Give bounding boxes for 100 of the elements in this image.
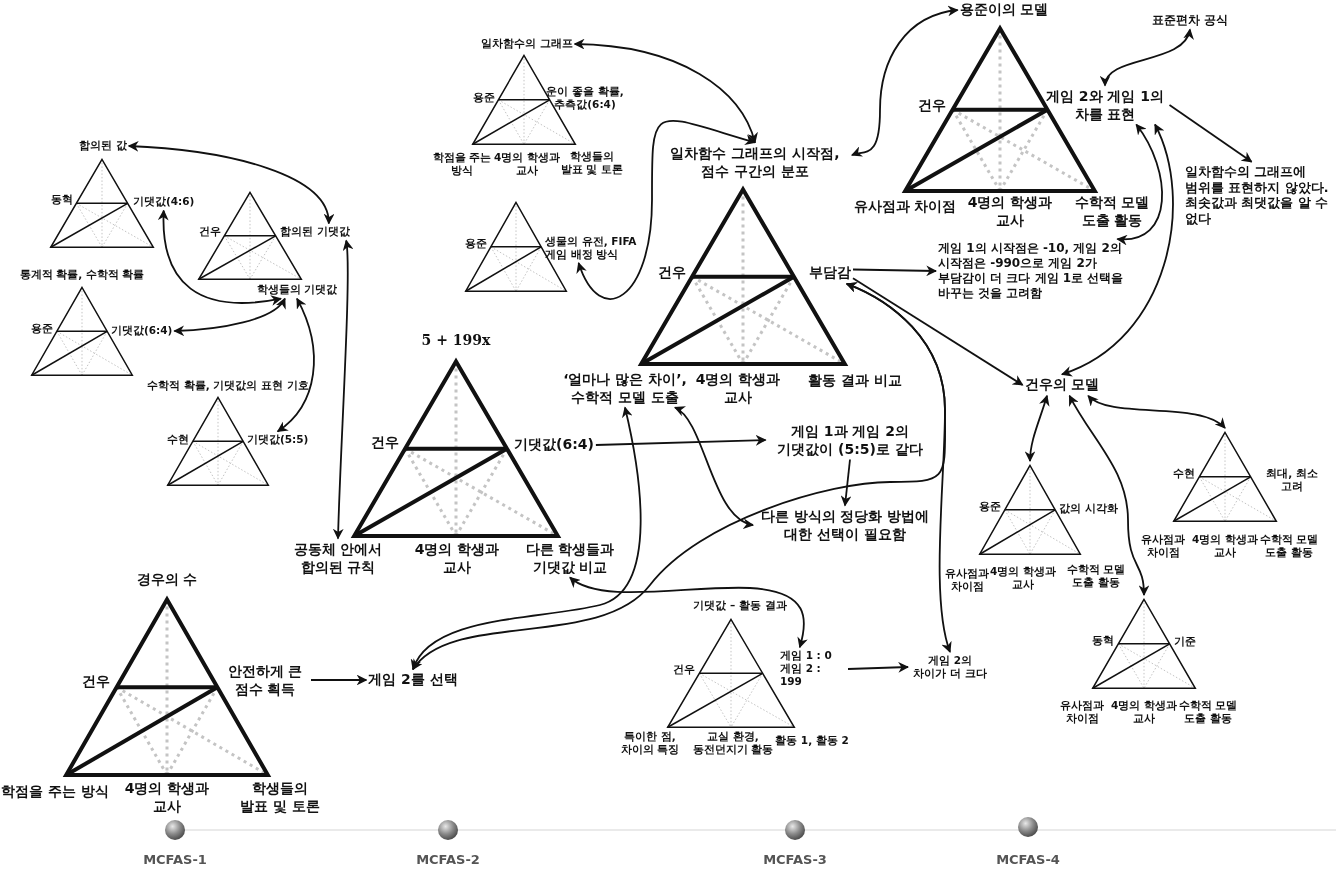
vertex-label: 동혁	[1092, 634, 1114, 648]
arrow	[840, 458, 852, 507]
vertex-label: 학점을 주는 방식	[431, 150, 493, 178]
arrow	[850, 6, 959, 158]
arrow	[332, 239, 353, 540]
vertex-label: 값의 시각화	[1059, 502, 1118, 516]
vertex-label: 운이 좋을 확률, 추측값(6:4)	[545, 84, 625, 112]
arrow	[1101, 28, 1192, 87]
vertex-label: 수학적 모델 도출 활동	[1258, 532, 1320, 560]
vertex-label: 건우	[918, 97, 946, 115]
vertex-label: 수현	[167, 433, 189, 447]
vertex-label: 수학적 확률, 기댓값의 표현 기호	[147, 379, 309, 393]
concept-label: 합의된 기댓값	[280, 225, 350, 239]
concept-label: ‘얼마나 많은 차이’, 수학적 모델 도출	[562, 370, 688, 406]
concept-label: 게임 2를 선택	[368, 671, 458, 689]
arrow	[674, 406, 755, 528]
concept-label: 기댓값(6:4)	[111, 324, 173, 338]
vertex-label: 수학적 모델 도출 활동	[1177, 698, 1239, 726]
concept-label: 기댓값(4:6)	[133, 195, 195, 209]
arrow	[852, 265, 938, 277]
arrow	[412, 406, 642, 671]
arrow	[173, 297, 286, 337]
vertex-label: 활동 결과 비교	[808, 372, 902, 390]
arrow	[595, 434, 767, 446]
concept-label: 학생들의 기댓값	[256, 283, 338, 297]
concept-label: 용준이의 모델	[959, 1, 1049, 19]
vertex-label: 4명의 학생과 교사	[966, 193, 1054, 229]
stage-label: MCFAS-4	[996, 851, 1060, 869]
triangle-drawing	[977, 463, 1083, 555]
arrow	[577, 119, 757, 300]
vertex-label: 수현	[1173, 467, 1195, 481]
vertex-label: 4명의 학생과 교사	[494, 150, 560, 178]
vertex-label: 기댓값 – 활동 결과	[693, 599, 787, 613]
concept-label: 표준편차 공식	[1151, 12, 1229, 28]
vertex-label: 특이한 점, 차이의 특징	[619, 729, 681, 757]
vertex-label: 경우의 수	[136, 571, 198, 589]
arrow	[852, 277, 1024, 386]
vertex-label: 4명의 학생과 교사	[694, 370, 782, 406]
concept-label: 다른 학생들과 기댓값 비교	[520, 540, 620, 576]
stage-label: MCFAS-1	[143, 851, 207, 869]
arrow	[573, 39, 758, 144]
arrow	[569, 576, 808, 649]
arrow	[1168, 104, 1253, 163]
vertex-label: 유사점과 차이점	[945, 566, 989, 594]
stage-label: MCFAS-2	[416, 851, 480, 869]
vertex-label: 용준	[465, 237, 487, 251]
vertex-label: 교실 환경, 동전던지기 활동	[691, 729, 775, 757]
vertex-label: 통계적 확률, 수학적 확률	[19, 268, 145, 282]
concept-label: 게임 1의 시작점은 -10, 게임 2의 시작점은 -990으로 게임 2가 부담감이 더 크다 게임 1로 선택을 바꾸는 것을 고려함	[938, 241, 1133, 301]
stage-label: MCFAS-3	[763, 851, 827, 869]
arrow	[1087, 394, 1226, 429]
arrow	[847, 661, 910, 673]
vertex-label: 학생들의 발표 및 토론	[560, 149, 624, 177]
vertex-label: 학점을 주는 방식	[1, 783, 109, 801]
arrow	[127, 141, 333, 225]
concept-label: 일차함수의 그래프	[481, 37, 573, 51]
concept-label: 건우의 모델	[1024, 376, 1100, 394]
concept-label: 게임 1과 게임 2의 기댓값이 (5:5)로 같다	[767, 422, 933, 458]
vertex-label: 건우	[82, 673, 110, 691]
concept-label: 합의된 값	[79, 139, 127, 153]
arrow	[276, 297, 315, 433]
concept-label: 다른 방식의 정당화 방법에 대한 선택이 필요함	[755, 507, 935, 543]
vertex-label: 4명의 학생과 교사	[989, 564, 1057, 592]
arrow	[845, 282, 953, 653]
vertex-label: 건우	[673, 663, 695, 677]
vertex-label: 수학적 모델 도출 활동	[1065, 562, 1127, 590]
vertex-label: 건우	[658, 264, 686, 282]
vertex-label: 기준	[1174, 635, 1196, 649]
arrow	[158, 209, 282, 306]
vertex-label: 활동 1, 활동 2	[775, 734, 849, 748]
vertex-label: 동혁	[51, 193, 73, 207]
vertex-label: 유사점과 차이점	[1059, 698, 1105, 726]
concept-label: 안전하게 큰 점수 획득	[221, 662, 309, 698]
concept-label: 기댓값(5:5)	[247, 433, 309, 447]
vertex-label: 최대, 최소 고려	[1265, 466, 1319, 494]
arrow	[1061, 123, 1174, 376]
vertex-label: 4명의 학생과 교사	[123, 779, 211, 815]
vertex-label: 용준	[979, 500, 1001, 514]
concept-label: 부담감	[809, 264, 851, 282]
vertex-label: 건우	[371, 434, 399, 452]
arrow	[1025, 394, 1050, 463]
vertex-label: 학생들의 발표 및 토론	[239, 779, 321, 815]
vertex-label: 4명의 학생과 교사	[1111, 698, 1177, 726]
vertex-label: 용준	[31, 322, 53, 336]
vertex-label: 용준	[473, 91, 495, 105]
concept-label: 게임 2와 게임 1의 차를 표현	[1042, 87, 1168, 123]
concept-label: 기댓값(6:4)	[514, 436, 594, 454]
vertex-label: 수학적 모델 도출 활동	[1073, 193, 1151, 229]
vertex-label: 4명의 학생과 교사	[1192, 532, 1258, 560]
arrow	[310, 674, 368, 686]
vertex-label: 건우	[199, 225, 221, 239]
concept-label: 생물의 유전, FIFA 게임 배정 방식	[545, 234, 641, 262]
vertex-label: 유사점과 차이점	[853, 198, 957, 216]
vertex-label: 4명의 학생과 교사	[413, 540, 501, 576]
vertex-label: 유사점과 차이점	[1140, 532, 1186, 560]
concept-label: 일차함수의 그래프에 범위를 표현하지 않았다. 최솟값과 최댓값을 알 수 없다	[1185, 163, 1333, 227]
arrow	[1116, 123, 1163, 245]
formula-label: 5 + 199x	[421, 332, 491, 350]
concept-label: 게임 2의 차이가 더 크다	[910, 653, 990, 681]
triangle-drawing	[1090, 597, 1198, 689]
